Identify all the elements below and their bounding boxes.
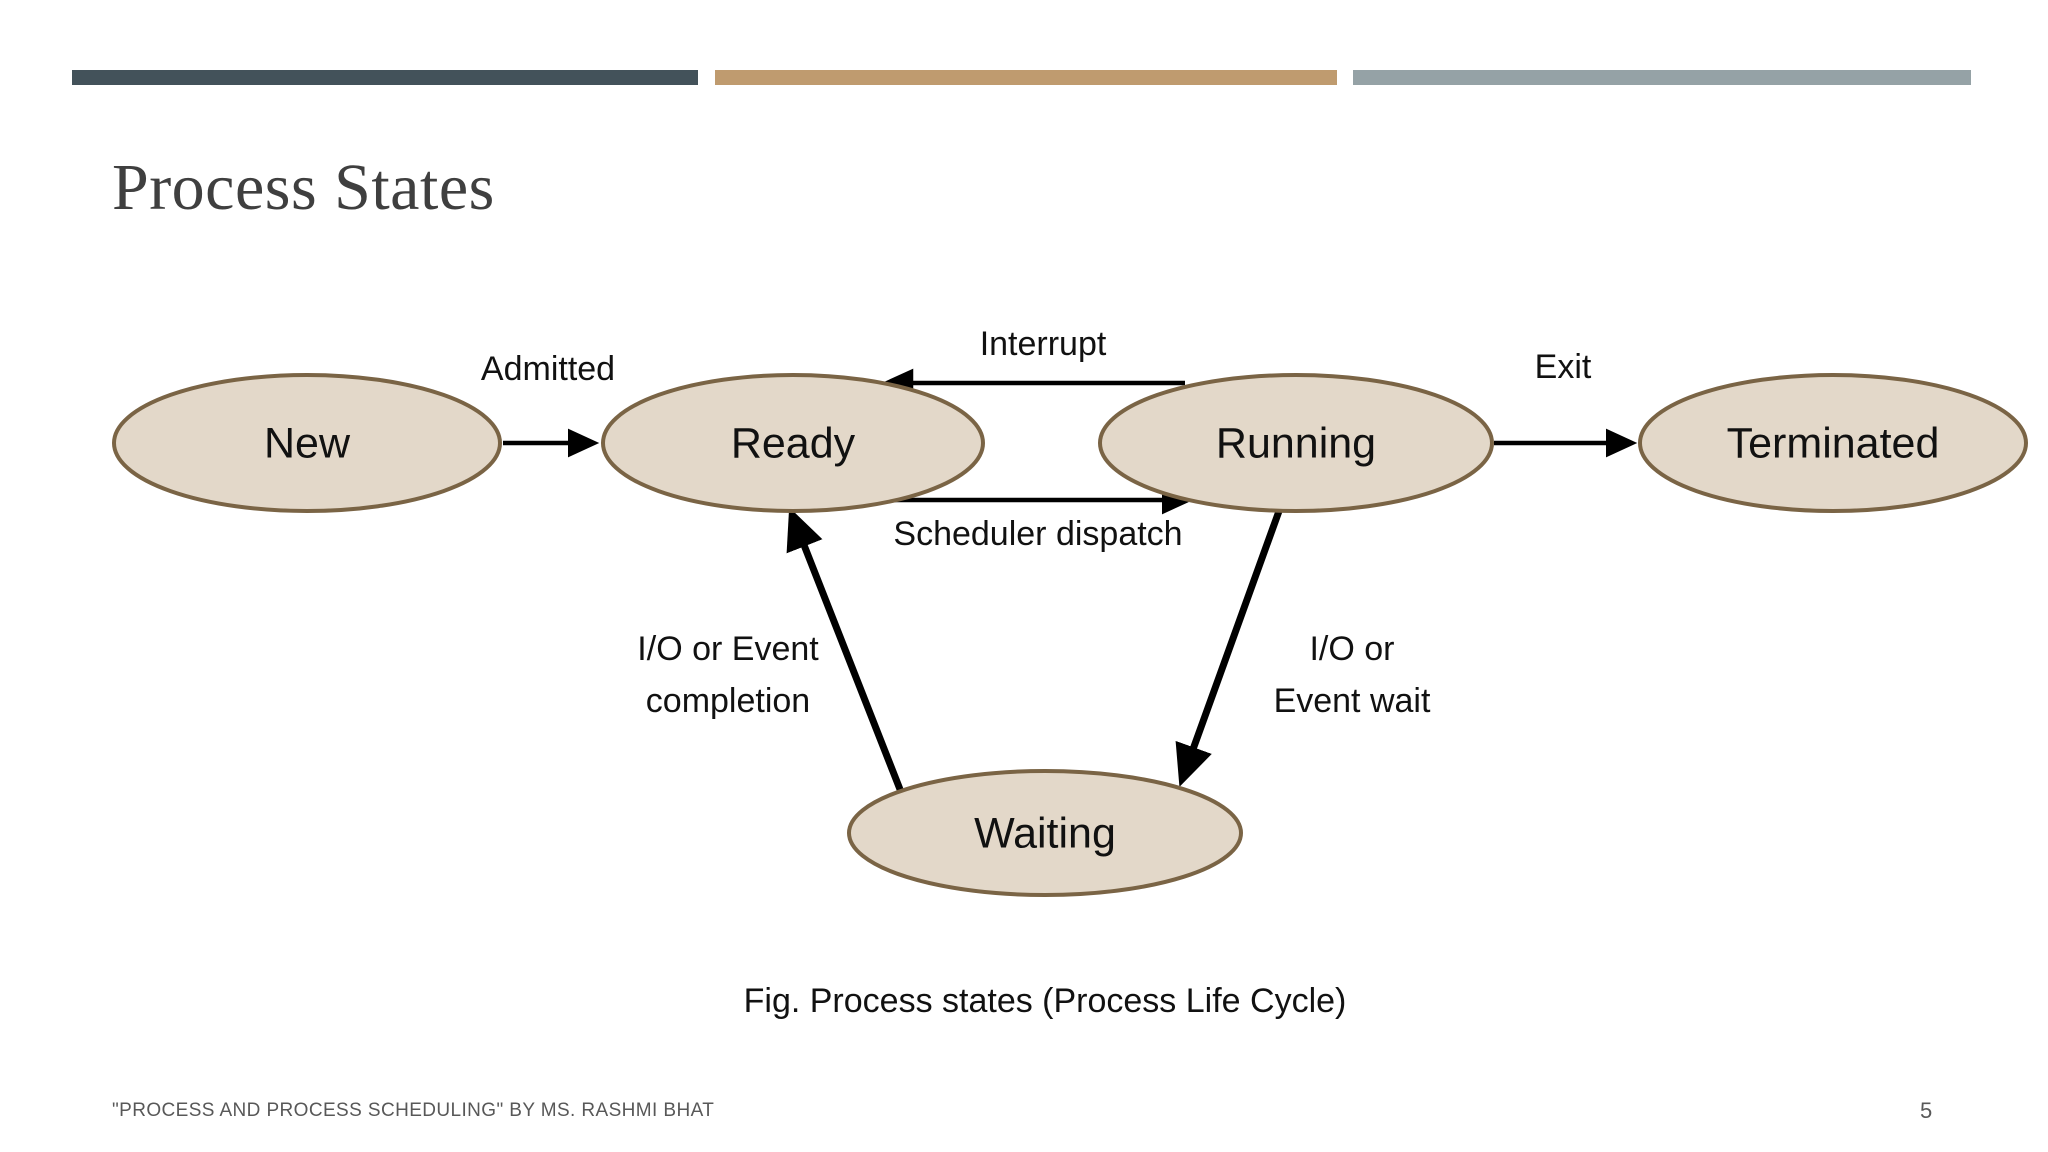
edge-io-completion-line [786,507,907,799]
figure-caption: Fig. Process states (Process Life Cycle) [744,982,1347,1020]
edge-interrupt-label: Interrupt [980,325,1107,363]
edge-exit-label: Exit [1535,348,1592,386]
node-terminated-label: Terminated [1727,419,1940,467]
node-ready-shape[interactable] [601,373,985,513]
edge-io-event-wait: I/O or Event wait [1175,498,1431,787]
node-new-label: New [264,419,351,467]
edge-admitted: Admitted [481,350,615,458]
footer-note: "PROCESS AND PROCESS SCHEDULING" BY MS. … [112,1100,715,1121]
node-waiting-label: Waiting [974,809,1116,857]
node-running-label: Running [1216,419,1376,467]
edge-dispatch-label: Scheduler dispatch [893,515,1182,553]
node-new[interactable]: New [112,373,502,513]
edge-interrupt: Interrupt [881,325,1185,398]
node-waiting-shape[interactable] [847,769,1243,897]
node-running-shape[interactable] [1098,373,1494,513]
edge-io-event-completion: I/O or Event completion [637,507,907,799]
node-new-shape[interactable] [112,373,502,513]
edge-io-wait-label-line1: I/O or [1309,630,1394,668]
edge-io-wait-label-line2: Event wait [1274,682,1431,720]
node-ready-label: Ready [731,419,856,467]
node-waiting[interactable]: Waiting [847,769,1243,897]
decor-bar-gray [1353,70,1971,85]
edge-io-completion-label-line2: completion [646,682,810,720]
edge-scheduler-dispatch: Scheduler dispatch [887,485,1194,553]
decor-bar-tan [715,70,1337,85]
edge-io-completion-label-line1: I/O or Event [637,630,819,668]
decor-bar-dark [72,70,698,85]
page-number: 5 [1920,1098,1933,1123]
node-terminated[interactable]: Terminated [1638,373,2028,513]
node-ready[interactable]: Ready [601,373,985,513]
page-title: Process States [112,151,495,224]
edge-admitted-label: Admitted [481,350,615,388]
node-terminated-shape[interactable] [1638,373,2028,513]
node-running[interactable]: Running [1098,373,1494,513]
edge-exit: Exit [1494,348,1638,458]
edge-io-wait-line [1175,498,1287,787]
